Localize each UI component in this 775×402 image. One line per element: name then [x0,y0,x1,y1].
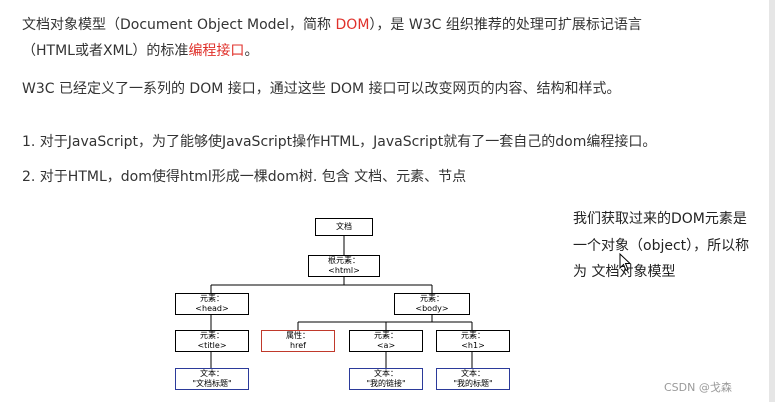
title-tag: <title> [197,341,227,350]
side-note-line2: 一个对象（object），所以称 [573,238,750,254]
text3-label: 文本： [461,369,485,378]
side-note-line1: 我们获取过来的DOM元素是 [573,211,747,227]
head-label: 元素： [200,294,224,303]
attr-label: 属性： [286,331,310,340]
programming-interface-highlight: 编程接口 [188,43,245,59]
paragraph-intro-line2: （HTML或者XML）的标准编程接口。 [22,40,258,60]
a-tag: <a> [376,341,396,350]
text2-value: "我的链接" [366,379,406,388]
intro-text-d: 。 [244,43,259,59]
h1-label: 元素： [461,331,485,340]
paragraph-w3c: W3C 已经定义了一系列的 DOM 接口，通过这些 DOM 接口可以改变网页的内… [22,81,621,97]
text3-value: "我的标题" [453,379,493,388]
tree-node-title: 元素： <title> [175,330,249,352]
tree-node-root-html: 根元素： <html> [308,255,380,277]
root-tag: <html> [328,266,360,275]
root-label: 根元素： [328,256,360,265]
text1-value: "文档标题" [192,379,232,388]
tree-node-body: 元素： <body> [394,293,470,315]
tree-node-text-heading: 文本： "我的标题" [436,368,510,390]
window-edge [769,0,775,402]
attr-name: href [290,341,306,350]
intro-text-c: （HTML或者XML）的标准 [22,43,189,59]
point-html: 2. 对于HTML，dom使得html形成一棵dom树. 包含 文档、元素、节点 [22,169,467,185]
tree-node-text-link: 文本： "我的链接" [349,368,423,390]
mouse-cursor-icon [619,253,632,272]
text1-label: 文本： [200,369,224,378]
body-tag: <body> [415,304,449,313]
dom-highlight: DOM [335,17,370,33]
a-label: 元素： [374,331,398,340]
h1-tag: <h1> [461,341,485,350]
title-label: 元素： [200,331,224,340]
intro-text-a: 文档对象模型（Document Object Model，简称 [22,17,336,33]
tree-node-text-title: 文本： "文档标题" [175,368,249,390]
intro-text-b: ），是 W3C 组织推荐的处理可扩展标记语言 [369,17,642,33]
head-tag: <head> [195,304,229,313]
side-note-line3: 为 文档对象模型 [573,264,676,280]
point-javascript: 1. 对于JavaScript，为了能够使JavaScript操作HTML，Ja… [22,134,657,150]
tree-node-document: 文档 [315,218,373,236]
tree-node-h1: 元素： <h1> [436,330,510,352]
csdn-watermark: CSDN @戈森 [664,381,732,394]
tree-node-attribute-href: 属性： href [261,330,335,352]
document-label: 文档 [336,222,352,231]
body-label: 元素： [420,294,444,303]
tree-node-head: 元素： <head> [175,293,249,315]
tree-node-a: 元素： <a> [349,330,423,352]
text2-label: 文本： [374,369,398,378]
paragraph-intro-line1: 文档对象模型（Document Object Model，简称 DOM），是 W… [22,14,642,34]
